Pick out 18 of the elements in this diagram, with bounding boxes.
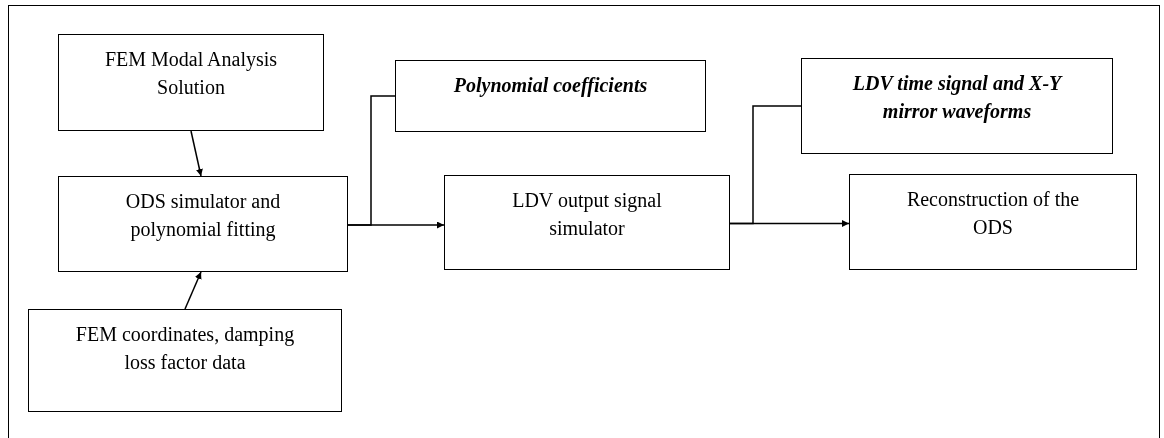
- process-box: [58, 176, 348, 272]
- box-text: Polynomial coefficients: [452, 73, 649, 99]
- process-box: [28, 309, 342, 412]
- arrow: [190, 130, 203, 177]
- process-box: [849, 174, 1137, 270]
- arrow: [184, 271, 202, 310]
- process-box: [58, 34, 324, 131]
- box-text: Reconstruction of the ODS: [905, 187, 1081, 240]
- box-text: FEM Modal Analysis Solution: [103, 47, 279, 100]
- arrow: [347, 221, 445, 229]
- process-box: [801, 58, 1113, 154]
- box-text: FEM coordinates, damping loss factor data: [74, 322, 296, 375]
- box-text: ODS simulator and polynomial fitting: [124, 189, 282, 243]
- process-box: [395, 60, 706, 132]
- arrow: [729, 220, 850, 227]
- process-box: [444, 175, 730, 270]
- box-text: LDV output signal simulator: [511, 188, 663, 241]
- box-text: LDV time signal and X-Y mirror waveforms: [851, 71, 1064, 125]
